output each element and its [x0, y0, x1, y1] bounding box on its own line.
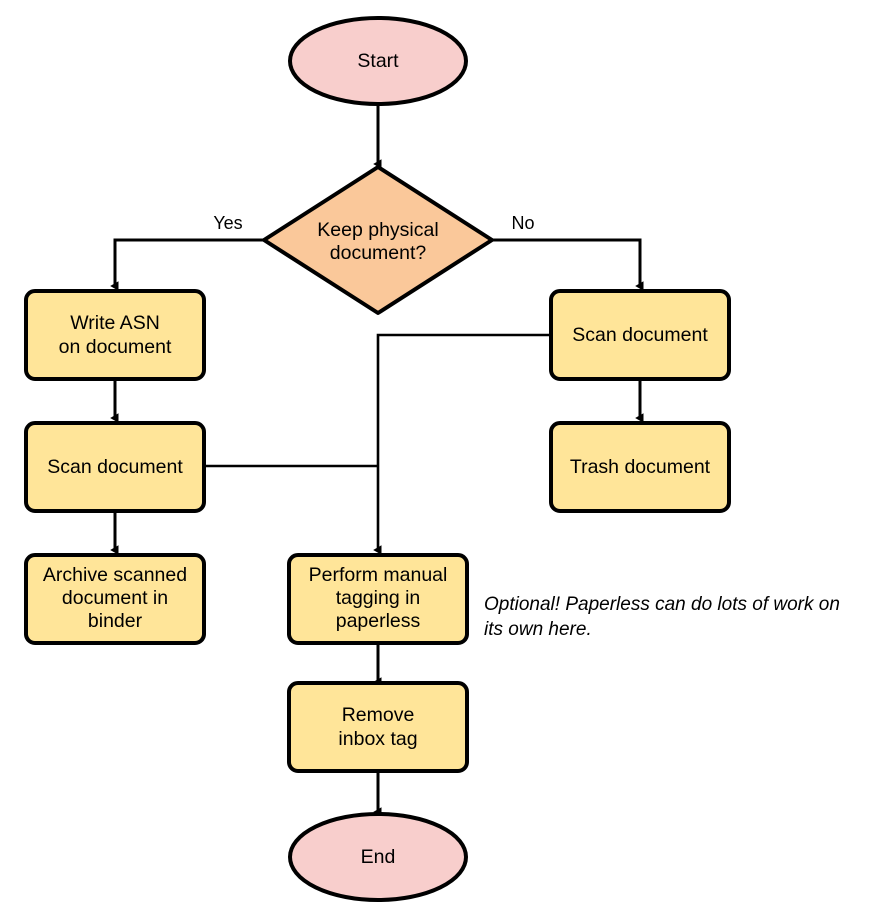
node-write-asn-label-line1: Write ASN: [70, 312, 160, 334]
node-manual-tagging-label-line3: paperless: [336, 610, 421, 632]
node-remove-inbox-tag[interactable]: Remove inbox tag: [287, 681, 469, 773]
node-scan-document-right[interactable]: Scan document: [549, 289, 731, 381]
annotation-note-line1: Optional! Paperless can do lots of work …: [484, 594, 840, 615]
edge-decision-no-to-scan-right: [492, 238, 644, 291]
edge-scan-right-to-manual-tagging: [373, 333, 552, 555]
annotation-note: Optional! Paperless can do lots of work …: [484, 594, 840, 640]
node-trash-document[interactable]: Trash document: [549, 421, 731, 513]
node-end[interactable]: End: [288, 812, 468, 902]
edge-decision-yes-to-write-asn: [110, 238, 264, 291]
node-scan-document-right-label: Scan document: [572, 324, 708, 346]
node-scan-document-left[interactable]: Scan document: [24, 421, 206, 513]
node-start[interactable]: Start: [288, 16, 468, 106]
node-archive-label-line1: Archive scanned: [43, 564, 187, 586]
node-scan-document-left-label: Scan document: [47, 456, 183, 478]
node-end-label: End: [361, 846, 396, 868]
node-archive-label-line2: document in: [62, 587, 168, 609]
node-write-asn-on-document[interactable]: Write ASN on document: [24, 289, 206, 381]
annotation-note-line2: its own here.: [484, 619, 592, 640]
node-manual-tagging-label-line1: Perform manual: [309, 564, 448, 586]
node-remove-inbox-label-line2: inbox tag: [338, 728, 417, 750]
edge-label-no: No: [511, 213, 534, 233]
node-archive-label-line3: binder: [88, 610, 143, 632]
node-decision-label-line2: document?: [330, 242, 427, 264]
node-remove-inbox-label-line1: Remove: [342, 704, 415, 726]
node-manual-tagging-label-line2: tagging in: [336, 587, 421, 609]
node-write-asn-label-line2: on document: [59, 336, 172, 358]
node-decision-keep-physical-document[interactable]: Keep physical document?: [262, 165, 494, 315]
node-archive-scanned-document[interactable]: Archive scanned document in binder: [24, 553, 206, 645]
node-decision-label-line1: Keep physical: [317, 219, 438, 241]
node-start-label: Start: [357, 50, 399, 72]
edge-label-yes: Yes: [213, 213, 242, 233]
node-perform-manual-tagging[interactable]: Perform manual tagging in paperless: [287, 553, 469, 645]
node-trash-document-label: Trash document: [570, 456, 711, 478]
